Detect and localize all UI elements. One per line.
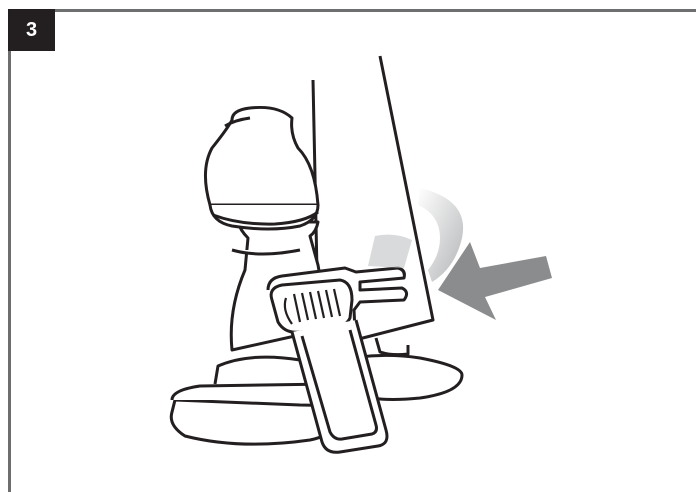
latch-clip-icon [266,266,409,454]
step-number-badge: 3 [8,9,55,51]
rotation-arrow-icon [368,188,464,282]
push-arrow-icon [438,242,552,320]
